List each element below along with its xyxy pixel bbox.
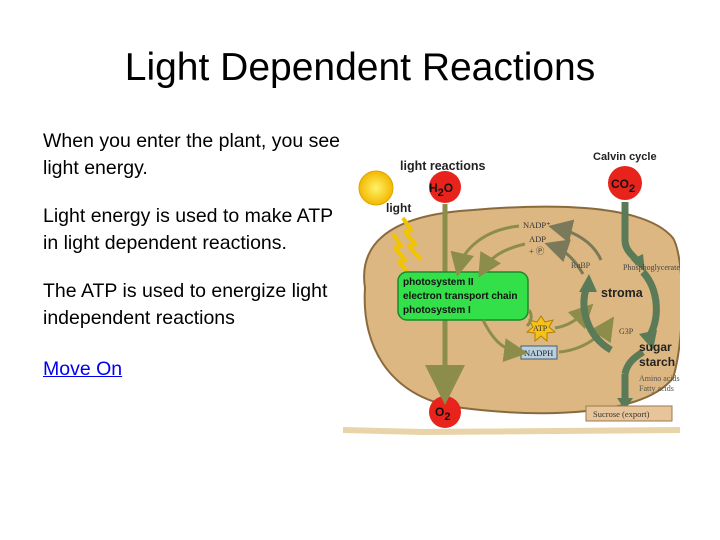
pi-label: + Ⓟ	[529, 246, 545, 256]
chloroplast-bottom-band	[343, 427, 680, 436]
light-reactions-label: light reactions	[400, 159, 485, 173]
nadp-label: NADP⁺	[523, 220, 551, 230]
atp-label: ATP	[533, 324, 548, 333]
g3p-label: G3P	[619, 327, 634, 336]
nadph-label: NADPH	[524, 348, 553, 358]
starch-label: starch	[639, 355, 675, 369]
photosystem-i-label: photosystem I	[403, 305, 471, 316]
light-bolt-icon	[401, 216, 423, 262]
sun-icon	[358, 170, 394, 206]
nadp-to-thylakoid-arrow	[450, 224, 520, 277]
thylakoid-to-atp-arrow	[525, 309, 533, 328]
svg-text:O2: O2	[435, 405, 450, 423]
photosystem-ii-label: photosystem II	[403, 277, 474, 288]
adp-to-thylakoid-arrow	[478, 242, 526, 278]
rubp-label: RuBP	[571, 261, 591, 270]
cycle-to-adp-arrow	[544, 239, 585, 275]
slide-body: When you enter the plant, you see light …	[43, 128, 353, 383]
paragraph-3: The ATP is used to energize light indepe…	[43, 280, 328, 329]
sucrose-label: Sucrose (export)	[593, 409, 650, 419]
stroma-label: stroma	[601, 286, 644, 300]
paragraph-2: Light energy is used to make ATP in ligh…	[43, 205, 333, 254]
o2-subscript: 2	[444, 411, 450, 423]
slide-title: Light Dependent Reactions	[124, 46, 596, 89]
amino-acids-label: Amino acids	[639, 374, 680, 383]
h2o-h: H	[429, 181, 438, 195]
light-label: light	[386, 201, 411, 215]
calvin-cycle-left-arrow	[580, 284, 613, 354]
g3p-to-sugar-arrow	[621, 348, 645, 375]
paragraph-1: When you enter the plant, you see light …	[43, 130, 341, 179]
h2o-o: O	[444, 181, 453, 195]
sucrose-box	[585, 405, 673, 422]
h2o-subscript: 2	[438, 187, 444, 199]
calvin-cycle-label: Calvin cycle	[593, 151, 657, 163]
co2-co: CO	[611, 177, 629, 191]
cycle-to-nadp-arrow	[548, 219, 603, 261]
h2o-molecule	[429, 171, 461, 203]
adp-label: ADP	[529, 234, 546, 244]
phosphoglycerate-label: Phosphoglycerate	[623, 263, 680, 272]
co2-molecule	[608, 166, 642, 200]
electron-transport-label: electron transport chain	[403, 291, 517, 302]
o2-o: O	[435, 405, 444, 419]
thylakoid-to-nadph-arrow	[481, 319, 528, 363]
svg-text:H2O: H2O	[429, 181, 453, 199]
move-on-link[interactable]: Move On	[43, 358, 123, 380]
co2-subscript: 2	[629, 183, 635, 195]
light-bolt-icon-2	[391, 232, 411, 276]
photosynthesis-diagram: light light reactions Calvin cycle H2O C…	[343, 151, 680, 436]
fatty-acids-label: Fatty acids	[639, 384, 674, 393]
svg-text:CO2: CO2	[611, 177, 635, 195]
sugar-label: sugar	[639, 340, 672, 354]
nadph-to-cycle-arrow	[558, 316, 614, 354]
